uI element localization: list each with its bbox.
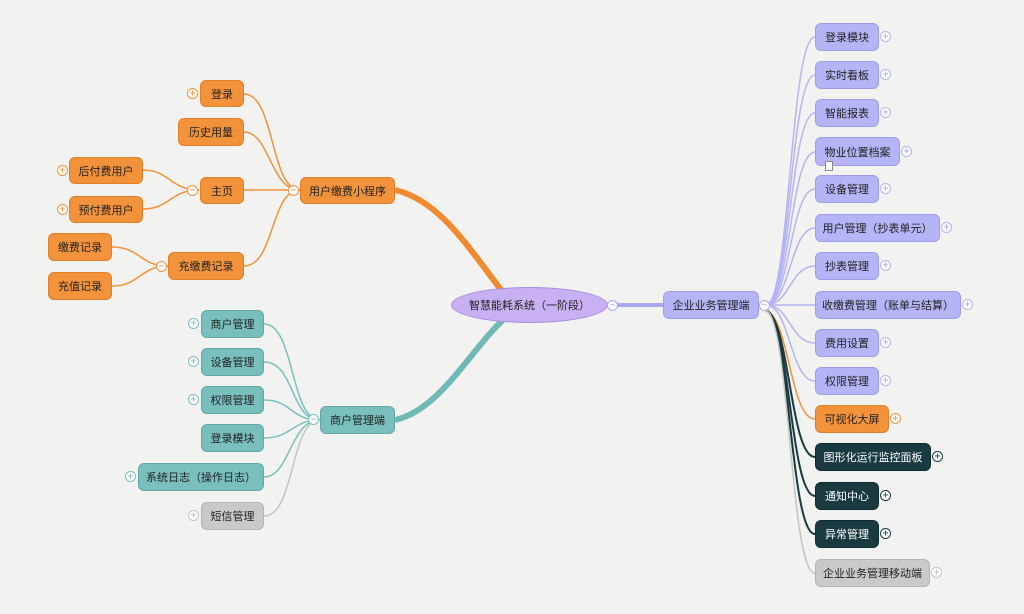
expand-toggle-notification[interactable]: + bbox=[880, 490, 891, 501]
expand-toggle-ent-login[interactable]: + bbox=[880, 31, 891, 42]
expand-toggle-fee-settings[interactable]: + bbox=[880, 337, 891, 348]
root-node[interactable]: 智慧能耗系统（一阶段） bbox=[451, 287, 608, 323]
node-payment-record[interactable]: 缴费记录 bbox=[48, 233, 112, 261]
node-merchant-management[interactable]: 商户管理 bbox=[201, 310, 264, 338]
node-smart-report[interactable]: 智能报表 bbox=[815, 99, 879, 127]
expand-toggle-ent-permission[interactable]: + bbox=[880, 375, 891, 386]
expand-toggle-login[interactable]: + bbox=[187, 88, 198, 99]
expand-toggle-user-management[interactable]: + bbox=[941, 222, 952, 233]
node-system-log[interactable]: 系统日志（操作日志） bbox=[138, 463, 264, 491]
trunk-user-app bbox=[394, 187, 508, 297]
expand-toggle-realtime-board[interactable]: + bbox=[880, 69, 891, 80]
expand-toggle-prepaid[interactable]: + bbox=[57, 204, 68, 215]
expand-toggle-billing[interactable]: + bbox=[962, 299, 973, 310]
node-prepaid-user[interactable]: 预付费用户 bbox=[69, 196, 143, 223]
node-exception-management[interactable]: 异常管理 bbox=[815, 520, 879, 548]
node-merchant-permission[interactable]: 权限管理 bbox=[201, 386, 264, 414]
expand-toggle-postpaid[interactable]: + bbox=[57, 165, 68, 176]
node-ent-device-management[interactable]: 设备管理 bbox=[815, 175, 879, 203]
expand-toggle-exception[interactable]: + bbox=[880, 528, 891, 539]
expand-toggle-smart-report[interactable]: + bbox=[880, 107, 891, 118]
node-notification-center[interactable]: 通知中心 bbox=[815, 482, 879, 510]
expand-toggle-merchant-permission[interactable]: + bbox=[188, 394, 199, 405]
node-monitoring-panel[interactable]: 图形化运行监控面板 bbox=[815, 443, 931, 471]
node-ent-permission[interactable]: 权限管理 bbox=[815, 367, 879, 395]
node-home[interactable]: 主页 bbox=[200, 177, 244, 204]
node-merchant-login[interactable]: 登录模块 bbox=[201, 424, 264, 452]
node-visual-dashboard[interactable]: 可视化大屏 bbox=[815, 405, 889, 433]
collapse-toggle-user-app[interactable]: − bbox=[288, 185, 299, 196]
note-document-icon[interactable] bbox=[825, 161, 833, 171]
collapse-toggle-home[interactable]: − bbox=[187, 185, 198, 196]
expand-toggle-system-log[interactable]: + bbox=[125, 471, 136, 482]
node-postpaid-user[interactable]: 后付费用户 bbox=[69, 157, 143, 184]
expand-toggle-ent-device[interactable]: + bbox=[880, 183, 891, 194]
node-recharge-records[interactable]: 充缴费记录 bbox=[168, 252, 244, 280]
node-ent-login[interactable]: 登录模块 bbox=[815, 23, 879, 51]
node-fee-settings[interactable]: 费用设置 bbox=[815, 329, 879, 357]
node-merchant-admin[interactable]: 商户管理端 bbox=[320, 406, 395, 434]
node-history-usage[interactable]: 历史用量 bbox=[178, 118, 244, 146]
expand-toggle-meter-reading[interactable]: + bbox=[880, 260, 891, 271]
node-user-management[interactable]: 用户管理（抄表单元） bbox=[815, 214, 940, 242]
node-mobile-client[interactable]: 企业业务管理移动端 bbox=[815, 559, 930, 587]
expand-toggle-property-location[interactable]: + bbox=[901, 146, 912, 157]
expand-toggle-visual-dashboard[interactable]: + bbox=[890, 413, 901, 424]
trunk-merchant bbox=[394, 315, 508, 423]
node-merchant-device-management[interactable]: 设备管理 bbox=[201, 348, 264, 376]
node-user-app[interactable]: 用户缴费小程序 bbox=[300, 177, 395, 204]
node-realtime-board[interactable]: 实时看板 bbox=[815, 61, 879, 89]
collapse-toggle-merchant[interactable]: − bbox=[308, 414, 319, 425]
expand-toggle-merchant-management[interactable]: + bbox=[188, 318, 199, 329]
collapse-toggle-root[interactable]: − bbox=[607, 300, 618, 311]
node-enterprise-admin[interactable]: 企业业务管理端 bbox=[663, 291, 759, 319]
expand-toggle-mobile[interactable]: + bbox=[931, 567, 942, 578]
node-sms-management[interactable]: 短信管理 bbox=[201, 502, 264, 530]
collapse-toggle-enterprise[interactable]: − bbox=[759, 300, 770, 311]
expand-toggle-merchant-device[interactable]: + bbox=[188, 356, 199, 367]
expand-toggle-sms[interactable]: + bbox=[188, 510, 199, 521]
collapse-toggle-recharge[interactable]: − bbox=[156, 261, 167, 272]
expand-toggle-monitoring[interactable]: + bbox=[932, 451, 943, 462]
node-billing-management[interactable]: 收缴费管理（账单与结算） bbox=[815, 291, 961, 319]
node-login[interactable]: 登录 bbox=[200, 80, 244, 107]
node-topup-record[interactable]: 充值记录 bbox=[48, 272, 112, 300]
node-meter-reading[interactable]: 抄表管理 bbox=[815, 252, 879, 280]
